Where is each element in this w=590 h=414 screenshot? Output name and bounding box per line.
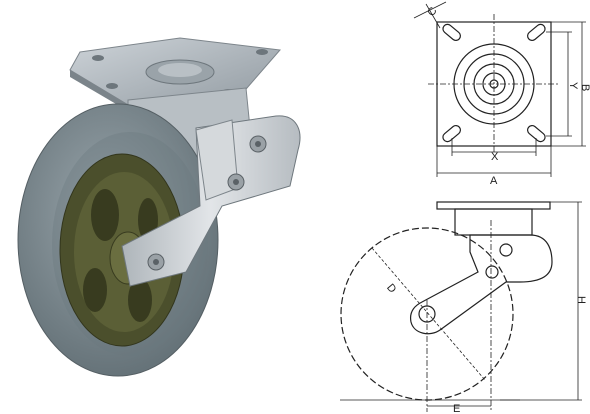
label-y: Y: [567, 82, 579, 90]
diameter-line: [371, 247, 486, 381]
side-view-labels: D H E: [384, 282, 587, 414]
side-bolt-lower: [485, 265, 499, 279]
side-swivel-housing: [454, 208, 533, 236]
label-e: E: [453, 403, 460, 414]
plate-bolt-hole: [92, 55, 104, 61]
side-plate: [436, 201, 551, 210]
side-bracket: [409, 234, 553, 335]
label-a: A: [490, 175, 498, 187]
top-view-drawing: [413, 1, 586, 177]
label-h: H: [575, 296, 587, 304]
label-x: X: [491, 151, 499, 163]
caster-illustration: [17, 37, 301, 377]
side-view-drawing: [340, 201, 582, 412]
label-d: D: [384, 282, 398, 296]
hub-spokes: [83, 189, 158, 322]
label-b: B: [579, 84, 590, 91]
label-c: C: [425, 5, 439, 19]
slotted-bolt-holes: [442, 23, 546, 143]
spring-arm: [121, 115, 301, 287]
race-outer: [453, 43, 535, 125]
side-bolt-upper: [499, 243, 513, 257]
